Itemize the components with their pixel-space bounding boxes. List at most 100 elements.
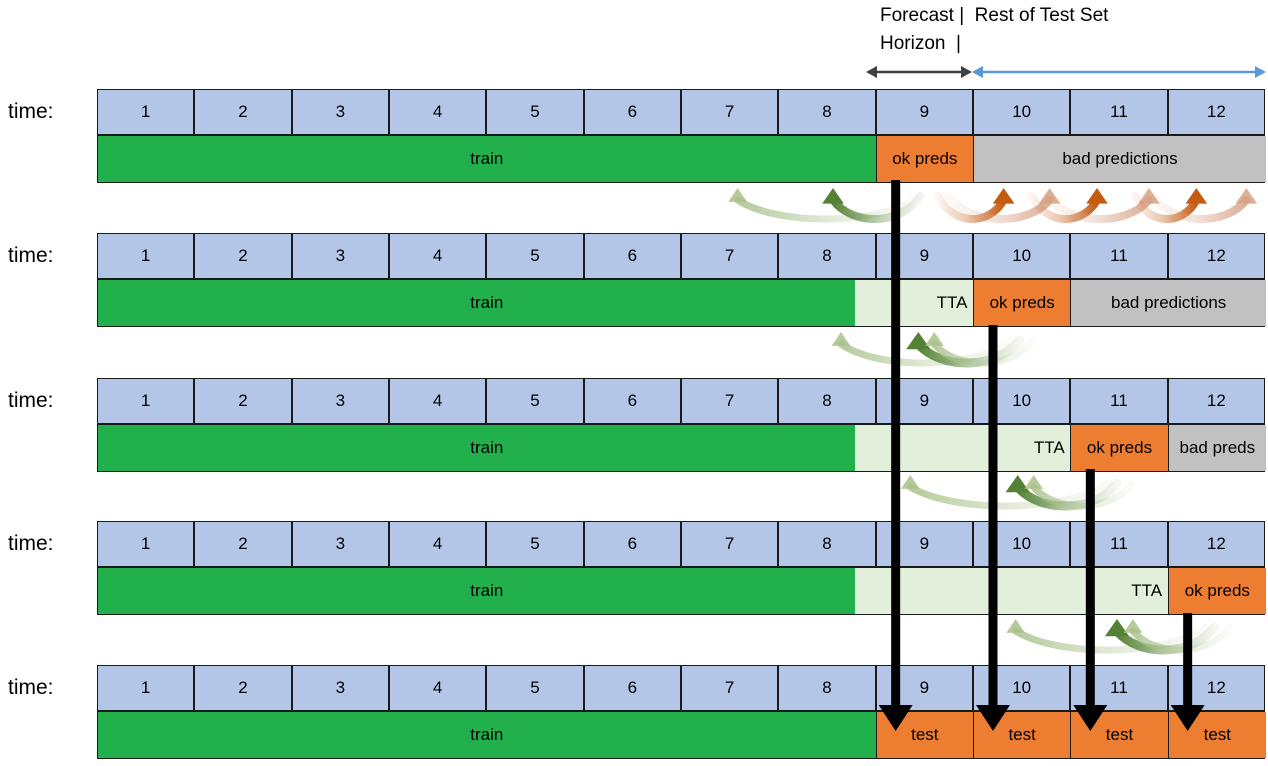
time-cell[interactable]: 5 xyxy=(486,665,584,711)
time-cell[interactable]: 5 xyxy=(486,233,584,279)
time-cell[interactable]: 6 xyxy=(583,378,681,424)
time-cell[interactable]: 6 xyxy=(583,233,681,279)
arrow-curve xyxy=(944,192,1054,223)
time-cell[interactable]: 1 xyxy=(97,665,195,711)
arrow-head xyxy=(1138,188,1160,204)
time-cell[interactable]: 4 xyxy=(389,233,487,279)
arrow-curve xyxy=(906,479,1113,510)
time-cell[interactable]: 12 xyxy=(1167,378,1265,424)
time-cell[interactable]: 5 xyxy=(486,89,584,135)
time-cell[interactable]: 1 xyxy=(97,233,195,279)
time-cell[interactable]: 3 xyxy=(291,233,389,279)
segment-train[interactable]: train xyxy=(98,568,877,614)
time-cell[interactable]: 8 xyxy=(778,521,876,567)
time-cell[interactable]: 7 xyxy=(681,89,779,135)
segment-test-10[interactable]: test xyxy=(974,712,1072,758)
time-cell[interactable]: 9 xyxy=(875,89,973,135)
time-cell[interactable]: 12 xyxy=(1167,521,1265,567)
time-cell[interactable]: 7 xyxy=(681,378,779,424)
segment-bad-preds[interactable]: bad preds xyxy=(1168,425,1266,471)
time-cell[interactable]: 4 xyxy=(389,521,487,567)
arrow-head xyxy=(831,332,851,346)
segment-ok-preds[interactable]: ok preds xyxy=(1168,568,1266,614)
time-cell[interactable]: 7 xyxy=(681,521,779,567)
time-cell[interactable]: 11 xyxy=(1070,378,1168,424)
time-cell[interactable]: 11 xyxy=(1070,665,1168,711)
time-cell[interactable]: 7 xyxy=(681,233,779,279)
time-cell[interactable]: 6 xyxy=(583,89,681,135)
time-axis-label: time: xyxy=(8,532,54,555)
segment-ok-preds[interactable]: ok preds xyxy=(876,136,974,182)
segment-ok-preds[interactable]: ok preds xyxy=(1071,425,1169,471)
forecast-horizon-arrow-head-left xyxy=(866,66,877,78)
time-cell[interactable]: 2 xyxy=(194,665,292,711)
segment-train[interactable]: train xyxy=(98,136,877,182)
arrow-head xyxy=(992,188,1015,204)
time-cell[interactable]: 1 xyxy=(97,89,195,135)
segment-tta[interactable]: TTA xyxy=(854,425,1072,471)
segment-train[interactable]: train xyxy=(98,425,877,471)
time-cell[interactable]: 3 xyxy=(291,89,389,135)
time-cell[interactable]: 5 xyxy=(486,378,584,424)
time-cell[interactable]: 6 xyxy=(583,521,681,567)
time-cell[interactable]: 2 xyxy=(194,233,292,279)
time-cell[interactable]: 1 xyxy=(97,521,195,567)
time-cell[interactable]: 11 xyxy=(1070,89,1168,135)
arrow-curve xyxy=(1030,479,1137,510)
time-cell[interactable]: 9 xyxy=(875,378,973,424)
time-cell[interactable]: 4 xyxy=(389,378,487,424)
arrow-head xyxy=(900,475,920,489)
segment-ok-preds[interactable]: ok preds xyxy=(974,280,1072,326)
segment-bad-predictions[interactable]: bad predictions xyxy=(1071,280,1266,326)
time-cell[interactable]: 5 xyxy=(486,521,584,567)
segment-test-9[interactable]: test xyxy=(876,712,974,758)
time-cell[interactable]: 9 xyxy=(875,521,973,567)
time-cell[interactable]: 12 xyxy=(1167,665,1265,711)
time-cell[interactable]: 10 xyxy=(973,233,1071,279)
time-cell[interactable]: 11 xyxy=(1070,233,1168,279)
time-cell[interactable]: 3 xyxy=(291,521,389,567)
time-cell[interactable]: 2 xyxy=(194,378,292,424)
arrow-head xyxy=(1185,188,1208,204)
time-cell[interactable]: 9 xyxy=(875,665,973,711)
segment-tta[interactable]: TTA xyxy=(854,568,1169,614)
time-cell[interactable]: 10 xyxy=(973,521,1071,567)
time-cell[interactable]: 6 xyxy=(583,665,681,711)
time-cell[interactable]: 11 xyxy=(1070,521,1168,567)
time-cell[interactable]: 10 xyxy=(973,378,1071,424)
segment-bad-predictions[interactable]: bad predictions xyxy=(974,136,1266,182)
segment-train[interactable]: train xyxy=(98,280,877,326)
arrow-head xyxy=(1235,188,1258,204)
time-cell[interactable]: 8 xyxy=(778,665,876,711)
arrow-curve xyxy=(1013,478,1122,511)
time-cell[interactable]: 12 xyxy=(1167,89,1265,135)
time-cell[interactable]: 4 xyxy=(389,665,487,711)
arrow-head xyxy=(1086,188,1108,204)
time-cell[interactable]: 10 xyxy=(973,665,1071,711)
time-cell[interactable]: 8 xyxy=(778,89,876,135)
time-cell[interactable]: 12 xyxy=(1167,233,1265,279)
segment-train[interactable]: train xyxy=(98,712,877,758)
segment-test-12[interactable]: test xyxy=(1168,712,1266,758)
time-cell[interactable]: 8 xyxy=(778,378,876,424)
time-cell[interactable]: 4 xyxy=(389,89,487,135)
arrow-head xyxy=(728,188,748,202)
time-cell[interactable]: 10 xyxy=(973,89,1071,135)
time-axis-label: time: xyxy=(8,389,54,412)
arrow-head xyxy=(1006,619,1026,633)
segment-tta[interactable]: TTA xyxy=(854,280,974,326)
time-cell[interactable]: 2 xyxy=(194,89,292,135)
time-cell[interactable]: 3 xyxy=(291,378,389,424)
segment-test-11[interactable]: test xyxy=(1071,712,1169,758)
time-cell[interactable]: 7 xyxy=(681,665,779,711)
time-cell[interactable]: 2 xyxy=(194,521,292,567)
arrow-head xyxy=(1123,619,1143,633)
time-cell[interactable]: 3 xyxy=(291,665,389,711)
time-cell[interactable]: 8 xyxy=(778,233,876,279)
time-cell[interactable]: 1 xyxy=(97,378,195,424)
time-cell[interactable]: 9 xyxy=(875,233,973,279)
